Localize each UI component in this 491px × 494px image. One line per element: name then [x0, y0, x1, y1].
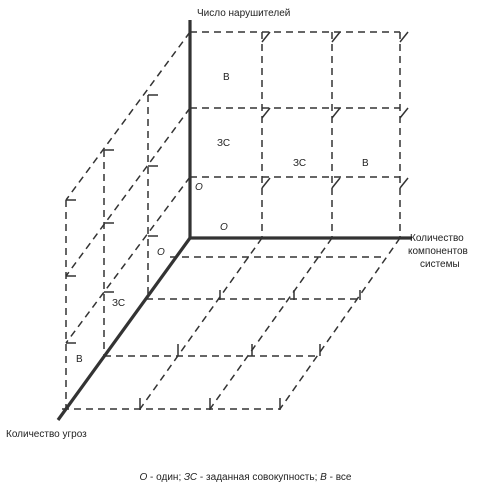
cell-left-face-o: О [157, 247, 165, 258]
cell-left-face-zs: ЗС [112, 298, 125, 309]
legend-zs-symbol: ЗС [184, 472, 198, 483]
floor-plane-grid [62, 237, 401, 410]
cell-top-left: В [223, 72, 230, 83]
depth-axis [56, 237, 192, 421]
vertical-axis-label: Число нарушителей [197, 8, 290, 19]
cell-mid-left: ЗС [217, 138, 230, 149]
legend-o-text: - один; [147, 472, 185, 483]
cell-mid-right: В [362, 158, 369, 169]
legend-zs-text: - заданная совокупность; [197, 472, 321, 483]
legend-o-symbol: О [139, 472, 148, 483]
axes [56, 20, 412, 421]
legend: О - один; ЗС - заданная совокупность; В … [0, 472, 491, 483]
legend-v-text: - все [326, 472, 352, 483]
left-plane-grid [65, 31, 191, 409]
right-axis-label-line2: компонентов [408, 246, 468, 257]
cell-mid-center: ЗС [293, 158, 306, 169]
cell-left-face-v: В [76, 354, 83, 365]
cell-origin-lower: О [220, 222, 228, 233]
tick-marks [66, 31, 409, 410]
legend-v-symbol: В [320, 472, 327, 483]
cell-origin-upper: О [195, 182, 203, 193]
back-plane-grid [190, 31, 401, 238]
right-axis-label-line3: системы [420, 259, 460, 270]
depth-axis-label: Количество угроз [6, 429, 87, 440]
right-axis-label-line1: Количество [410, 233, 464, 244]
